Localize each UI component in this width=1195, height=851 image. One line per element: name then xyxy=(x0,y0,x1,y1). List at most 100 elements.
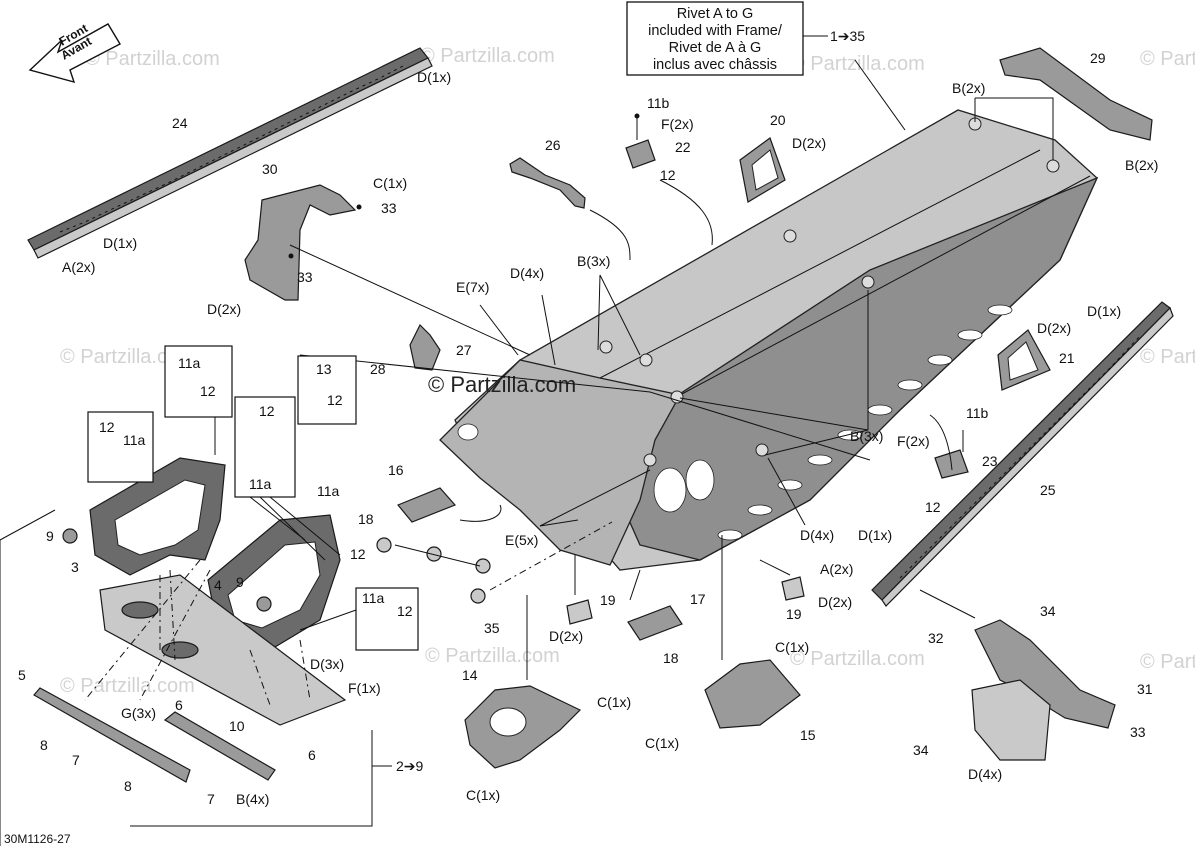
callout: 31 xyxy=(1137,681,1153,697)
callout: 4 xyxy=(214,577,222,593)
callout: D(4x) xyxy=(510,265,544,281)
callout: 12 xyxy=(259,403,275,419)
callout: B(3x) xyxy=(850,428,883,444)
callout: 11a xyxy=(123,432,146,448)
callout: D(2x) xyxy=(1037,320,1071,336)
callout: 33 xyxy=(1130,724,1146,740)
callout: C(1x) xyxy=(597,694,631,710)
callout: 11a xyxy=(249,476,272,492)
callout: 10 xyxy=(229,718,245,734)
callout: 7 xyxy=(207,791,215,807)
watermark: © Partzilla.com xyxy=(1140,651,1195,673)
callout: C(1x) xyxy=(645,735,679,751)
callout: C(1x) xyxy=(373,175,407,191)
callout: E(7x) xyxy=(456,279,489,295)
watermark: © Partzilla.com xyxy=(790,648,925,670)
callout: 11a xyxy=(178,355,201,371)
callout: B(2x) xyxy=(1125,157,1158,173)
callout: 17 xyxy=(690,591,706,607)
callout: 11b xyxy=(647,95,670,111)
callout: 21 xyxy=(1059,350,1075,366)
callout: D(4x) xyxy=(800,527,834,543)
callout: 12 xyxy=(99,419,115,435)
part-16-block xyxy=(397,487,457,523)
callout: D(1x) xyxy=(417,69,451,85)
callout: 6 xyxy=(175,697,183,713)
part-35-washers xyxy=(376,537,491,604)
callout: D(2x) xyxy=(792,135,826,151)
callout: B(4x) xyxy=(236,791,269,807)
callout: 12 xyxy=(925,499,941,515)
callout: F(2x) xyxy=(661,116,694,132)
callout: 18 xyxy=(663,650,679,666)
part-4-front-bracket xyxy=(207,514,341,651)
part-5-plate xyxy=(99,574,347,726)
watermark: © Partzilla.com xyxy=(1140,48,1195,70)
range-label: 1➔35 xyxy=(830,28,865,44)
detail-box-12-11a-c xyxy=(234,396,341,561)
callout: D(3x) xyxy=(310,656,344,672)
callout: 30 xyxy=(262,161,278,177)
callout: E(5x) xyxy=(505,532,538,548)
callout: A(2x) xyxy=(62,259,95,275)
callout: 33 xyxy=(297,269,313,285)
part-19-plate-b xyxy=(781,576,805,601)
callout: 9 xyxy=(46,528,54,544)
tunnel-slots xyxy=(457,304,1013,541)
rivet-note-box: Rivet A to G included with Frame/ Rivet … xyxy=(626,1,865,76)
callout: 26 xyxy=(545,137,561,153)
callout: 19 xyxy=(786,606,802,622)
callout: 16 xyxy=(388,462,404,478)
callout: 15 xyxy=(800,727,816,743)
callout: 8 xyxy=(40,737,48,753)
part-15-plate xyxy=(704,659,801,729)
watermark-layer: © Partzilla.com © Partzilla.com © Partzi… xyxy=(60,45,1195,697)
callout: 11b xyxy=(966,405,989,421)
callout: 23 xyxy=(982,453,998,469)
note-line: included with Frame/ xyxy=(648,23,783,39)
callout: 11a xyxy=(362,590,385,606)
callout: 20 xyxy=(770,112,786,128)
watermark: © Partzilla.com xyxy=(425,645,560,667)
part-3-front-bracket xyxy=(62,457,226,576)
callout: D(2x) xyxy=(549,628,583,644)
callout: 28 xyxy=(370,361,386,377)
dashed-leaders xyxy=(84,521,613,706)
part-14-plate xyxy=(464,685,582,769)
callout: 12 xyxy=(397,603,413,619)
callout: 12 xyxy=(660,167,676,183)
part-17-block xyxy=(627,605,683,641)
callout: 32 xyxy=(928,630,944,646)
leader-lines xyxy=(289,59,1054,680)
watermark: © Partzilla.com xyxy=(1140,346,1195,368)
callout: F(2x) xyxy=(897,433,930,449)
bottom-range-label: 2➔9 xyxy=(396,758,424,774)
callout: C(1x) xyxy=(466,787,500,803)
callout: 27 xyxy=(456,342,472,358)
group-bracket-2-9 xyxy=(0,509,392,846)
callout: 5 xyxy=(18,667,26,683)
watermark: © Partzilla.com xyxy=(420,45,555,67)
part-19-plate-a xyxy=(566,599,593,625)
detail-box-12-11a-b xyxy=(87,411,154,483)
part-25-right-rail xyxy=(871,301,1174,607)
callout: 7 xyxy=(72,752,80,768)
rivet-markers xyxy=(599,117,1060,467)
callout: B(3x) xyxy=(577,253,610,269)
part-10-rail xyxy=(163,711,276,781)
watermark: © Partzilla.com xyxy=(85,48,220,70)
part-20-gusset xyxy=(739,137,786,203)
callout: 12 xyxy=(327,392,343,408)
front-arrow-icon: Front Avant xyxy=(28,21,121,84)
callout: 19 xyxy=(600,592,616,608)
part-22-block xyxy=(625,113,656,169)
callout: 8 xyxy=(124,778,132,794)
callout: D(1x) xyxy=(1087,303,1121,319)
callout: D(1x) xyxy=(858,527,892,543)
callout: 24 xyxy=(172,115,188,131)
part-5-rail xyxy=(33,687,191,783)
callout: 35 xyxy=(484,620,500,636)
callout: 14 xyxy=(462,667,478,683)
callout: A(2x) xyxy=(820,561,853,577)
